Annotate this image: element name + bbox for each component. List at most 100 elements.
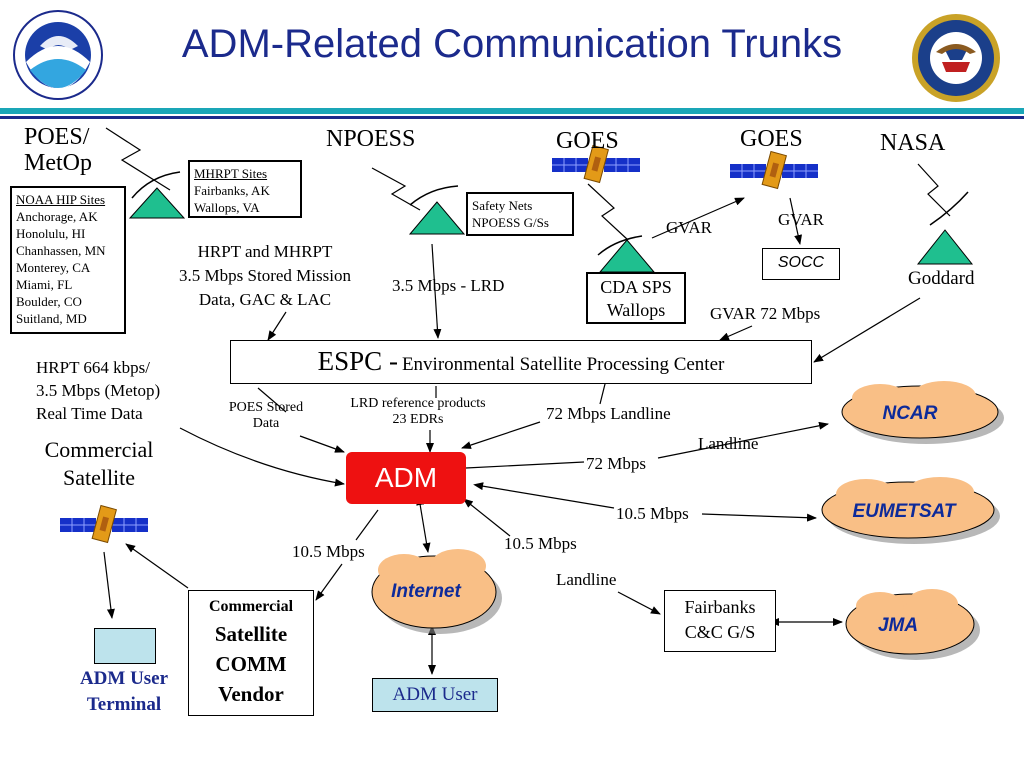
vendor-line: Vendor (218, 682, 284, 706)
espc-subtitle: Environmental Satellite Processing Cente… (401, 354, 725, 375)
gvar72-to-espc-arrow (719, 325, 753, 341)
adm-ncar-line-left (465, 461, 585, 469)
hrpt664-line: Real Time Data (36, 404, 143, 423)
mbps72-label: 72 Mbps (586, 454, 646, 473)
adm-user-box: ADM User (372, 678, 498, 712)
landline72-line (599, 379, 607, 405)
hrpt-mhrpt-label: HRPT and MHRPT 3.5 Mbps Stored Mission D… (160, 240, 370, 312)
adm-user-terminal-box (94, 628, 156, 664)
hip-site: Monterey, CA (16, 260, 91, 275)
adm-eumetsat-arrow (701, 513, 817, 522)
eumetsat-label: EUMETSAT (852, 501, 956, 522)
noaa-logo (13, 10, 103, 100)
mbps105-right-label: 10.5 Mbps (504, 534, 577, 553)
commercial-sat-line: Commercial (44, 437, 154, 462)
fairbanks-box: Fairbanks C&C G/S (664, 590, 776, 652)
fairbanks-line: Fairbanks (684, 597, 756, 617)
adm-user-terminal-line: Terminal (86, 694, 162, 715)
hrpt664-line: 3.5 Mbps (Metop) (36, 381, 161, 400)
goddard-label: Goddard (908, 268, 975, 289)
lrd-reference-label: LRD reference products 23 EDRs (326, 396, 510, 428)
safety-nets-box: Safety Nets NPOESS G/Ss (466, 192, 574, 236)
department-of-commerce-seal (912, 14, 1000, 102)
adm-user-terminal-label: ADM User Terminal (54, 666, 194, 718)
gvar-uplink-arrow (651, 197, 745, 239)
landline-fairbanks-label: Landline (556, 570, 617, 589)
landline-ncar-label: Landline (698, 434, 759, 453)
safety-nets-line: Safety Nets (472, 198, 533, 213)
mbps105-left-label: 10.5 Mbps (292, 542, 365, 561)
cda-line: CDA SPS (600, 277, 672, 297)
commercial-satellite (59, 505, 149, 544)
commercial-sat-line: Satellite (62, 465, 136, 490)
landline72-label: 72 Mbps Landline (546, 404, 671, 423)
jma-cloud (845, 589, 980, 660)
adm-vendor-arrow (315, 563, 343, 601)
adm-box: ADM (346, 452, 466, 504)
goes-right-label: GOES (740, 126, 803, 152)
lrd-to-espc-arrow (431, 243, 442, 339)
metop-label-line: MetOp (24, 150, 92, 176)
goes-downlink (587, 183, 629, 241)
npoess-label: NPOESS (326, 126, 416, 152)
adm-fairbanks-line (462, 498, 511, 537)
commercial-satellite-label: Commercial Satellite (24, 436, 174, 492)
header-rule-navy (0, 116, 1024, 119)
eumetsat-cloud (821, 477, 1000, 544)
hip-site: Chanhassen, MN (16, 243, 106, 258)
hrpt-mhrpt-line: Data, GAC & LAC (198, 290, 332, 309)
gvar-left-label: GVAR (666, 218, 712, 237)
npoess-downlink (371, 167, 421, 211)
socc-box: SOCC (762, 248, 840, 280)
hrpt664-arrow (179, 427, 345, 487)
adm-ncar-arrow (657, 421, 829, 459)
hrpt-mhrpt-line: HRPT and MHRPT (197, 242, 333, 261)
internet-label: Internet (391, 581, 461, 602)
adm-eumetsat-line-left (473, 482, 615, 509)
sat-terminal-arrow (103, 551, 115, 619)
commercial-vendor-box: Commercial Satellite COMM Vendor (188, 590, 314, 716)
hip-site: Miami, FL (16, 277, 73, 292)
jma-label: JMA (878, 615, 918, 636)
hrpt-mhrpt-line: 3.5 Mbps Stored Mission (179, 266, 351, 285)
mhrpt-sites-box: MHRPT Sites Fairbanks, AK Wallops, VA (188, 160, 302, 218)
lrd-ref-line: 23 EDRs (392, 412, 444, 427)
adm-fairbanks-arrow (617, 591, 661, 615)
cda-sps-box: CDA SPS Wallops (586, 272, 686, 324)
nasa-label: NASA (880, 130, 946, 156)
goddard-ground-station (916, 191, 974, 265)
goes-left-label: GOES (556, 128, 619, 154)
adm-user-terminal-line: ADM User (79, 668, 169, 689)
noaa-hip-heading: NOAA HIP Sites (16, 192, 106, 207)
vendor-line: Satellite (214, 622, 288, 646)
vendor-line: Commercial (208, 598, 294, 615)
landline72-arrow (461, 421, 541, 449)
noaa-hip-sites-box: NOAA HIP Sites Anchorage, AK Honolulu, H… (10, 186, 126, 334)
mhrpt-site: Wallops, VA (194, 200, 260, 215)
gvar-right-label: GVAR (778, 210, 824, 229)
lrd-label: 3.5 Mbps - LRD (392, 276, 505, 295)
poes-downlink (105, 127, 171, 191)
header-rule-teal (0, 108, 1024, 114)
poes-stored-line: Data (252, 416, 280, 431)
fairbanks-line: C&C G/S (684, 622, 756, 642)
safety-nets-line: NPOESS G/Ss (472, 215, 549, 230)
hip-site: Honolulu, HI (16, 226, 86, 241)
hrpt664-label: HRPT 664 kbps/ 3.5 Mbps (Metop) Real Tim… (36, 356, 160, 425)
adm-internet-arrow (416, 495, 431, 553)
hrpt664-line: HRPT 664 kbps/ (36, 358, 150, 377)
poes-metop-label: POES/ MetOp (24, 124, 92, 176)
poes-stored-line (257, 387, 287, 413)
poes-stored-label: POES Stored Data (214, 400, 318, 432)
cda-line: Wallops (606, 300, 666, 320)
mbps105-eumetsat-label: 10.5 Mbps (616, 504, 689, 523)
poes-stored-arrow (299, 435, 345, 453)
hip-site: Boulder, CO (16, 294, 82, 309)
poes-ground-station (128, 171, 186, 219)
goddard-to-espc-arrow (813, 297, 921, 363)
npoess-ground-station (408, 185, 466, 235)
vendor-line: COMM (215, 652, 287, 676)
hrpt-to-espc-arrow (267, 311, 287, 341)
